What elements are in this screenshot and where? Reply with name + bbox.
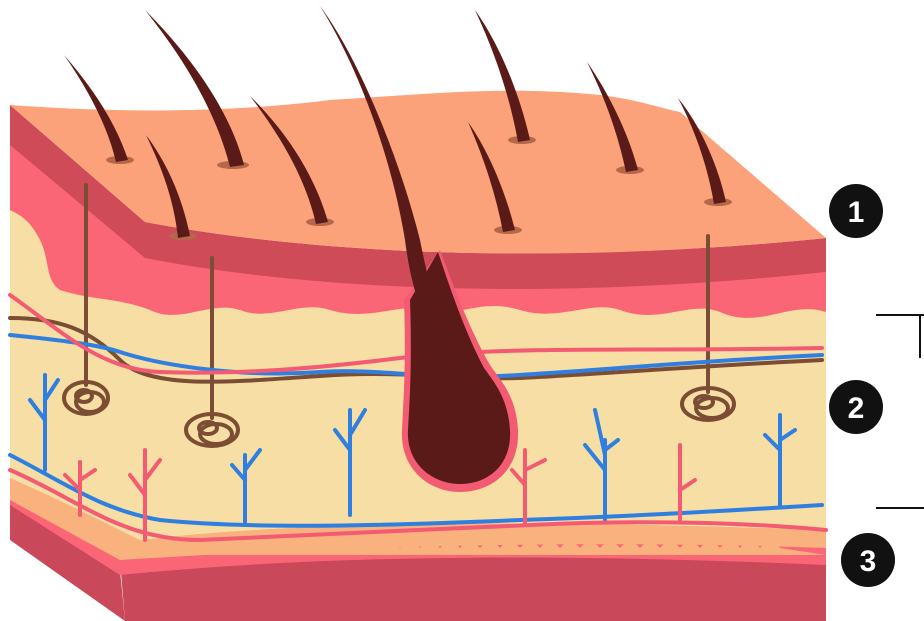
marker-3-label: 3 — [860, 545, 877, 578]
marker-1-label: 1 — [848, 196, 865, 229]
marker-2-label: 2 — [848, 392, 865, 425]
layer-marker-1: 1 — [829, 184, 883, 238]
layer-marker-2: 2 — [829, 380, 883, 434]
layer-marker-3: 3 — [841, 533, 895, 587]
leader-lines — [876, 315, 924, 508]
